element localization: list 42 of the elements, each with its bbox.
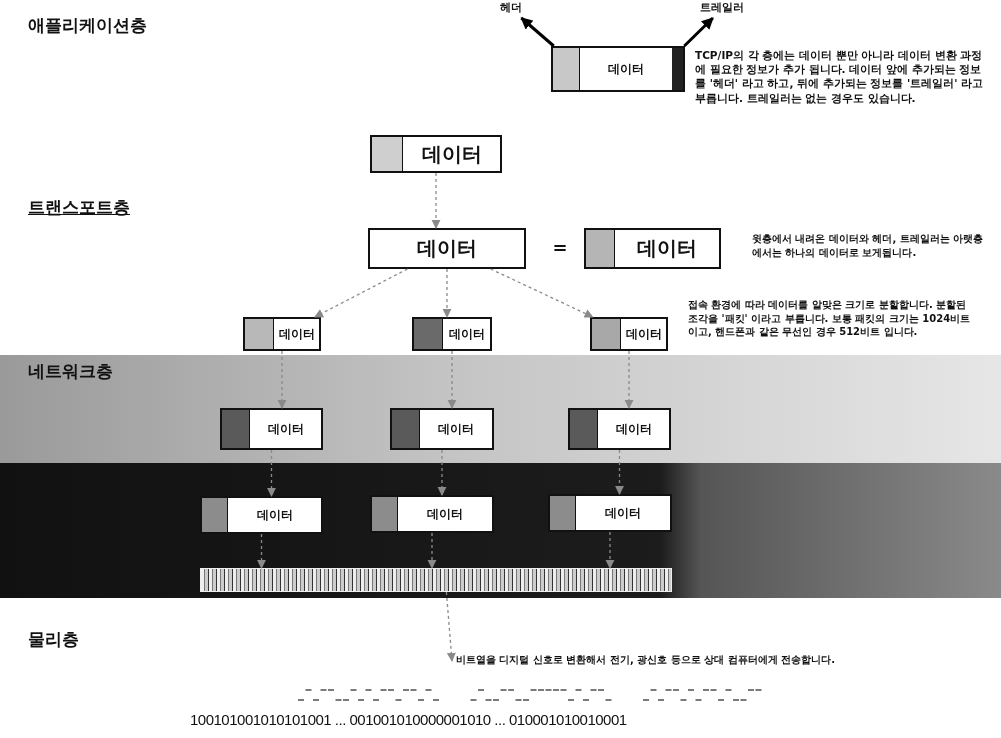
layer-label: 네트워크층 (28, 360, 113, 383)
equals-sign: = (551, 236, 569, 260)
arrow (490, 268, 594, 318)
bit-stream-bar (200, 568, 672, 592)
frame-box: 데이터 (370, 495, 494, 533)
note-text: 비트열을 디지털 신호로 변환해서 전기, 광신호 등으로 상대 컴퓨터에게 전송합니다. (456, 653, 835, 669)
header-label: 헤더 (500, 0, 522, 18)
data-block: 데이터 (584, 228, 721, 269)
layer-label: 애플리케이션층 (28, 14, 147, 37)
note-text: 윗층에서 내려온 데이터와 헤더, 트레일러는 아랫층에서는 하나의 데이터로 보게됩니다. (752, 232, 985, 259)
arrow (605, 531, 615, 569)
packet-box: 데이터 (590, 317, 668, 351)
data-block: 데이터 (551, 46, 685, 92)
arrow (437, 449, 447, 496)
arrow (442, 268, 452, 318)
frame-box: 데이터 (200, 496, 323, 534)
arrow (445, 591, 456, 662)
arrow (683, 16, 714, 48)
arrow (614, 449, 625, 495)
arrow (624, 350, 634, 409)
arrow (277, 350, 287, 409)
note-text: TCP/IP의 각 층에는 데이터 뿐만 아니라 데이터 변환 과정에 필요한 정보가 추가 됩니다. 데이터 앞에 추가되는 정보를 '헤더' 라고 하고, 뒤에 추가되는 정보를 '트레일러' 라고 부릅니다. 트레일러는 없는 경우도 있습니다. (695, 48, 985, 105)
packet-box: 데이터 (220, 408, 323, 450)
arrow (266, 449, 277, 497)
note-text: 접속 환경에 따라 데이터를 알맞은 크기로 분할합니다. 분할된 조각을 '패킷' 이라고 부릅니다. 보통 패킷의 크기는 1024비트이고, 핸드폰과 같은 무선인 경우 512비트 입니다. (688, 298, 972, 339)
arrow (447, 350, 457, 409)
arrow (520, 16, 555, 48)
bit-string: 100101001010101001 ... 001001010000001010 ... 010001010010001 (190, 710, 628, 730)
packet-box: 데이터 (243, 317, 321, 351)
frame-box: 데이터 (548, 494, 672, 532)
data-block: 데이터 (368, 228, 526, 269)
packet-box: 데이터 (568, 408, 671, 450)
data-block: 데이터 (370, 135, 502, 173)
arrow (314, 268, 409, 318)
layer-label: 트랜스포트층 (28, 196, 130, 219)
packet-box: 데이터 (390, 408, 494, 450)
arrow (256, 533, 267, 569)
trailer-label: 트레일러 (700, 0, 744, 18)
layer-label: 물리층 (28, 628, 79, 651)
packet-box: 데이터 (412, 317, 492, 351)
arrow (431, 172, 441, 229)
arrow (427, 532, 437, 569)
